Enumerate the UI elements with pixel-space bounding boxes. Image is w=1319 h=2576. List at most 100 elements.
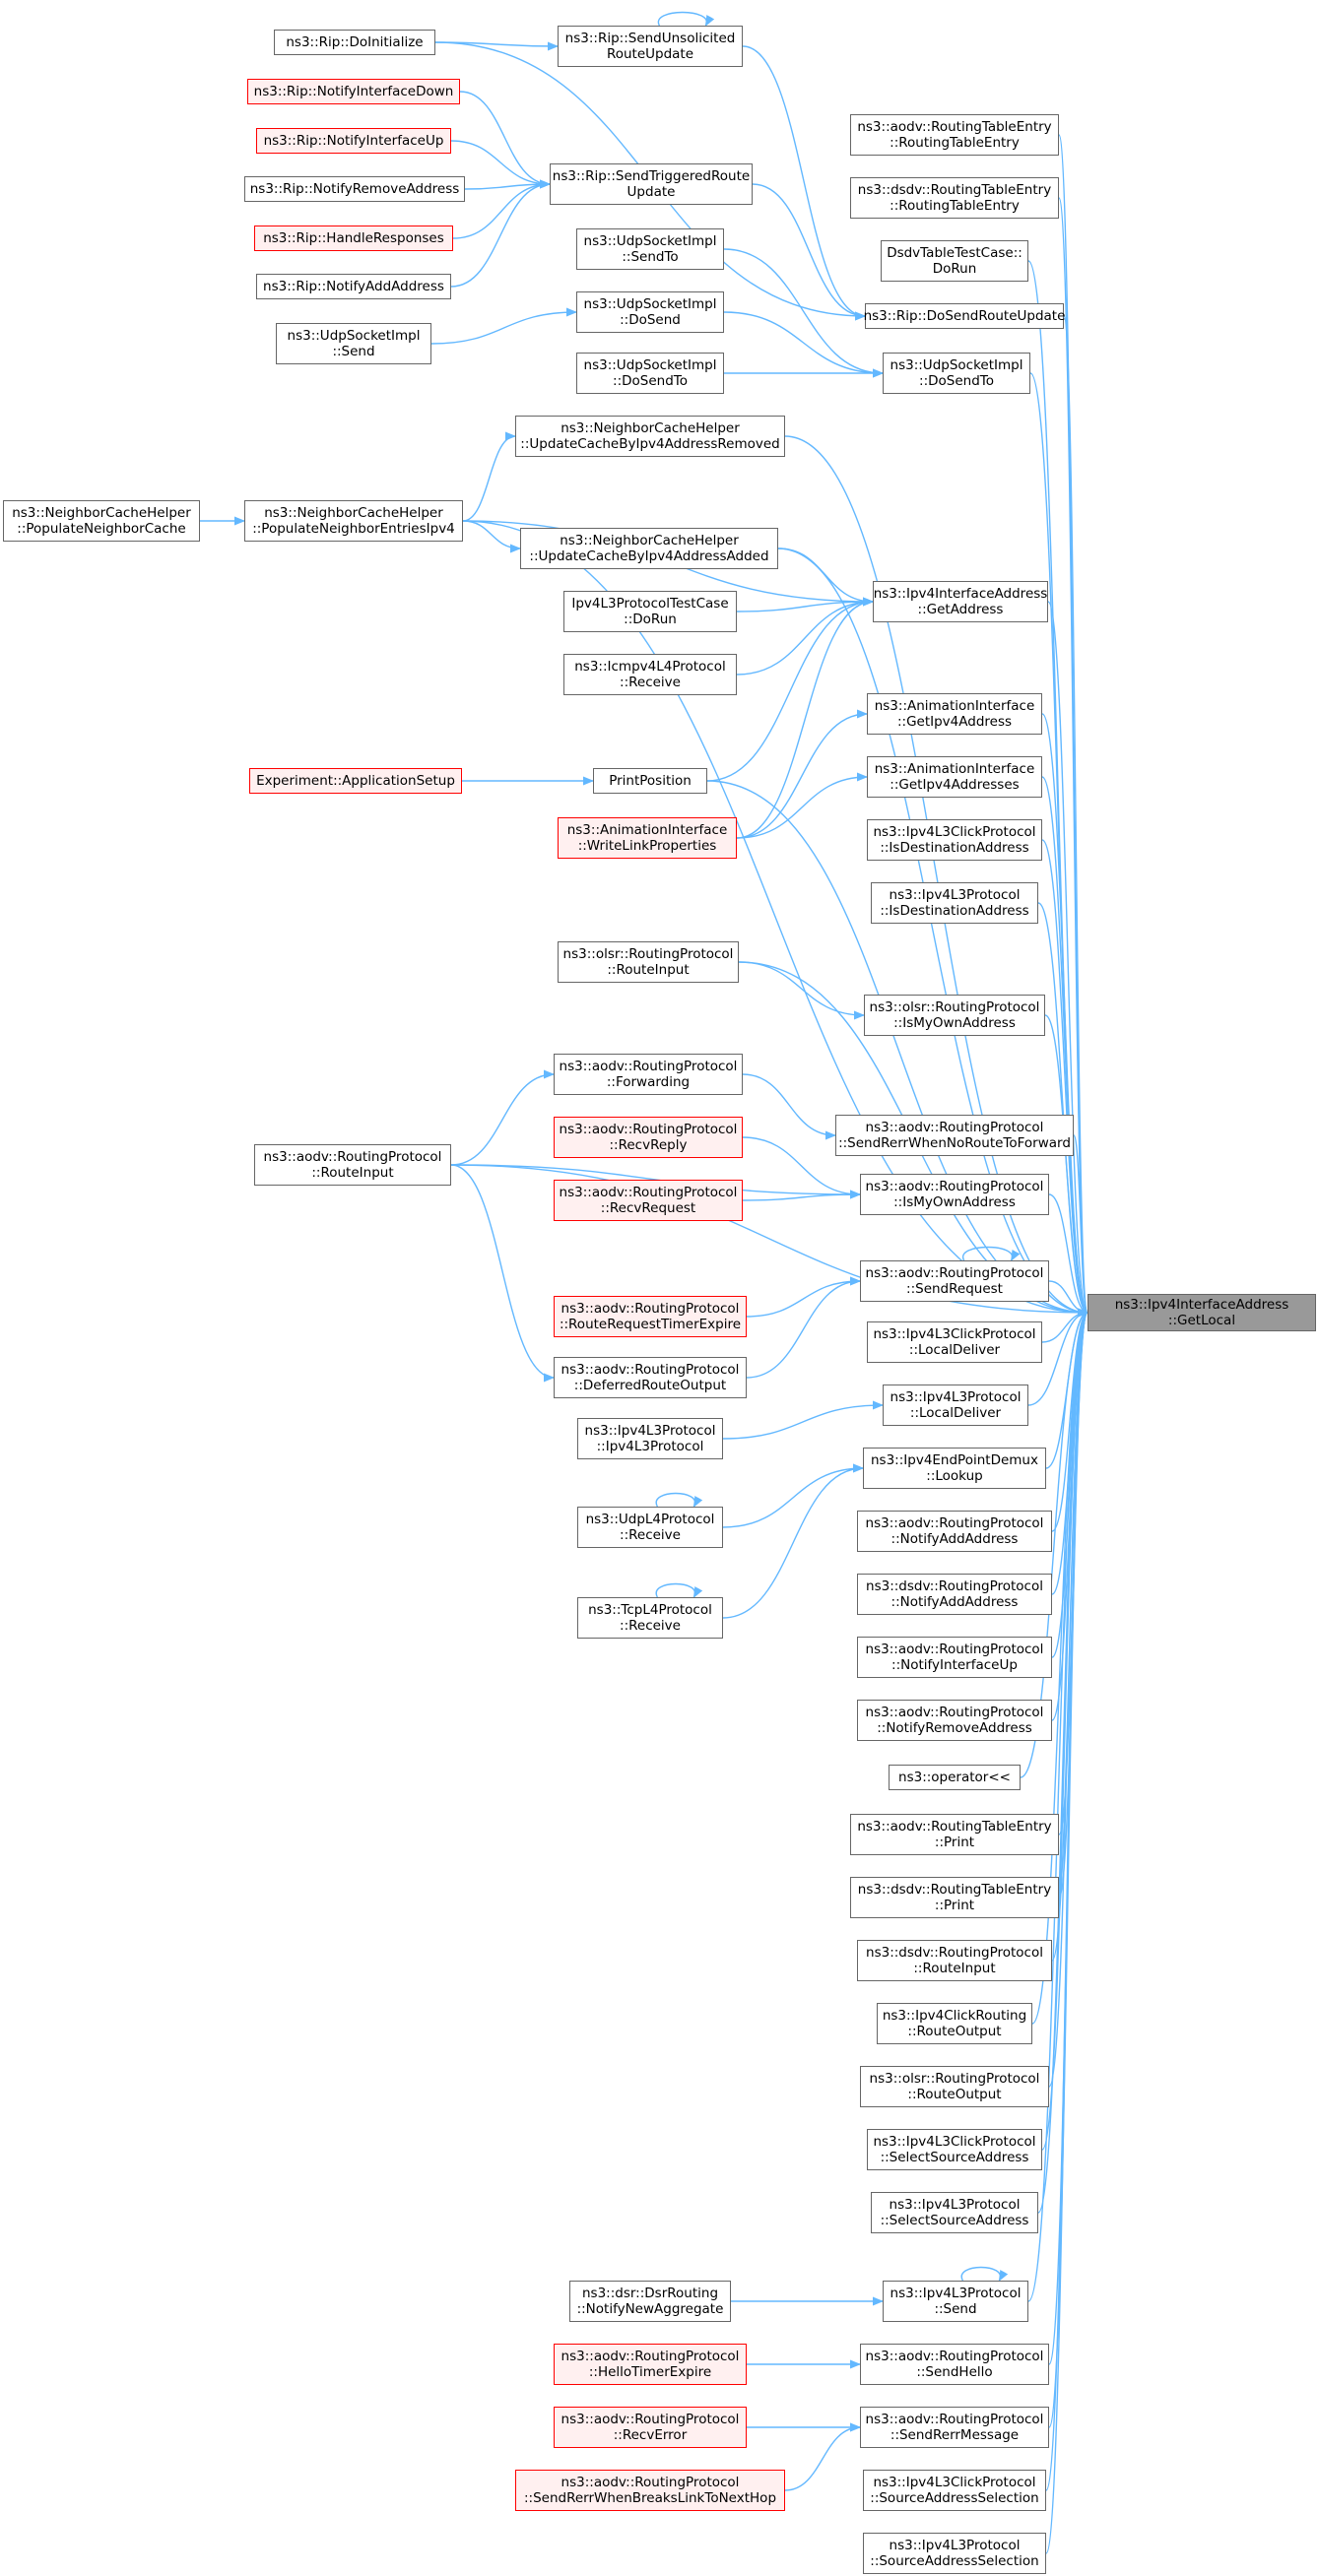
node-aodv-recverror[interactable]: ns3::aodv::RoutingProtocol::RecvError — [554, 2407, 747, 2448]
node-ipv4l3clickprotocol-localdeliver[interactable]: ns3::Ipv4L3ClickProtocol::LocalDeliver — [867, 1321, 1042, 1363]
node-ipv4l3protocol-localdeliver[interactable]: ns3::Ipv4L3Protocol::LocalDeliver — [883, 1385, 1028, 1426]
node-label-line: ::DoSendTo — [919, 373, 994, 389]
node-aodv-sendrerrmessage[interactable]: ns3::aodv::RoutingProtocol::SendRerrMess… — [860, 2407, 1049, 2448]
node-ipv4l3clickprotocol-selectsourceaddress[interactable]: ns3::Ipv4L3ClickProtocol::SelectSourceAd… — [867, 2129, 1042, 2170]
node-label-line: ::IsDestinationAddress — [880, 840, 1029, 856]
node-ipv4l3protocol-send[interactable]: ns3::Ipv4L3Protocol::Send — [883, 2281, 1028, 2322]
node-label-line: ::UpdateCacheByIpv4AddressAdded — [529, 548, 769, 564]
node-label-line: ns3::Ipv4L3Protocol — [890, 2286, 1022, 2301]
call-edge — [1044, 1014, 1089, 1318]
node-aodv-routeinput[interactable]: ns3::aodv::RoutingProtocol::RouteInput — [254, 1144, 451, 1186]
node-dsdv-routingtableentry-ctor[interactable]: ns3::dsdv::RoutingTableEntry::RoutingTab… — [850, 177, 1059, 219]
node-label-line: ns3::Ipv4InterfaceAddress — [1114, 1297, 1289, 1313]
node-olsr-routeinput[interactable]: ns3::olsr::RoutingProtocol::RouteInput — [558, 941, 739, 983]
node-udpsocketimpl-dosendto-caller[interactable]: ns3::UdpSocketImpl::DoSendTo — [576, 353, 724, 394]
call-edge — [723, 311, 885, 378]
node-aodv-routingtableentry-print[interactable]: ns3::aodv::RoutingTableEntry::Print — [850, 1814, 1059, 1855]
node-label-line: ns3::UdpSocketImpl — [890, 357, 1023, 373]
node-udpl4protocol-receive[interactable]: ns3::UdpL4Protocol::Receive — [577, 1507, 723, 1548]
node-label-line: ns3::Ipv4L3Protocol — [584, 1423, 716, 1439]
node-label-line: ::RouteRequestTimerExpire — [559, 1317, 742, 1332]
node-neighborcachehelper-removed[interactable]: ns3::NeighborCacheHelper::UpdateCacheByI… — [515, 416, 785, 457]
node-label-line: PrintPosition — [609, 773, 692, 789]
node-label-line: ::Receive — [620, 1618, 681, 1634]
node-ipv4endpointdemux-lookup[interactable]: ns3::Ipv4EndPointDemux::Lookup — [863, 1448, 1046, 1489]
node-aodv-routingtableentry-ctor[interactable]: ns3::aodv::RoutingTableEntry::RoutingTab… — [850, 114, 1059, 156]
node-animationinterface-writelinkproperties[interactable]: ns3::AnimationInterface::WriteLinkProper… — [558, 817, 737, 859]
node-label-line: ::DeferredRouteOutput — [573, 1378, 727, 1393]
node-ipv4clickrouting-routeoutput[interactable]: ns3::Ipv4ClickRouting::RouteOutput — [877, 2003, 1032, 2044]
node-ipv4l3protocol-ctor[interactable]: ns3::Ipv4L3Protocol::Ipv4L3Protocol — [577, 1418, 723, 1459]
node-rip-notifyremoveaddress[interactable]: ns3::Rip::NotifyRemoveAddress — [244, 176, 465, 202]
node-udpsocketimpl-dosendto[interactable]: ns3::UdpSocketImpl::DoSendTo — [883, 353, 1030, 394]
node-rip-notifyaddaddress[interactable]: ns3::Rip::NotifyAddAddress — [256, 274, 451, 299]
node-printposition[interactable]: PrintPosition — [593, 768, 707, 794]
node-ipv4l3protocol-isdestinationaddress[interactable]: ns3::Ipv4L3Protocol::IsDestinationAddres… — [871, 882, 1038, 924]
node-aodv-forwarding[interactable]: ns3::aodv::RoutingProtocol::Forwarding — [554, 1054, 743, 1095]
node-label-line: ::Lookup — [926, 1468, 983, 1484]
node-ipv4interfaceaddress-getaddress[interactable]: ns3::Ipv4InterfaceAddress::GetAddress — [873, 581, 1048, 622]
node-aodv-recvrequest[interactable]: ns3::aodv::RoutingProtocol::RecvRequest — [554, 1180, 743, 1221]
node-aodv-notifyremoveaddress[interactable]: ns3::aodv::RoutingProtocol::NotifyRemove… — [857, 1700, 1052, 1741]
node-neighborcachehelper-populateneighborentriesipv4[interactable]: ns3::NeighborCacheHelper::PopulateNeighb… — [244, 500, 463, 542]
call-edge — [960, 2266, 1009, 2282]
node-aodv-sendrerrwhennoroutetoforward[interactable]: ns3::aodv::RoutingProtocol::SendRerrWhen… — [835, 1115, 1074, 1156]
node-dsdv-routingtableentry-print[interactable]: ns3::dsdv::RoutingTableEntry::Print — [850, 1877, 1059, 1918]
node-aodv-sendrequest[interactable]: ns3::aodv::RoutingProtocol::SendRequest — [860, 1260, 1049, 1302]
node-label-line: ::SendRequest — [906, 1281, 1003, 1297]
node-label-line: ::Send — [934, 2301, 977, 2317]
node-rip-notifyinterfaceup[interactable]: ns3::Rip::NotifyInterfaceUp — [256, 128, 451, 154]
node-animationinterface-getipv4address[interactable]: ns3::AnimationInterface::GetIpv4Address — [867, 693, 1042, 735]
node-icmpv4l4protocol-receive[interactable]: ns3::Icmpv4L4Protocol::Receive — [563, 654, 737, 695]
node-operator-shift[interactable]: ns3::operator<< — [889, 1765, 1021, 1790]
node-label-line: ::RouteOutput — [907, 2087, 1002, 2102]
call-edge — [450, 1164, 556, 1383]
node-dsdv-routeinput[interactable]: ns3::dsdv::RoutingProtocol::RouteInput — [857, 1940, 1052, 1981]
node-dsdvtabletestcase-dorun[interactable]: DsdvTableTestCase::DoRun — [881, 240, 1028, 282]
node-label-line: ns3::UdpL4Protocol — [585, 1512, 715, 1527]
call-edge — [706, 780, 1089, 1318]
call-edge — [1027, 1308, 1089, 2302]
node-neighborcachehelper-added[interactable]: ns3::NeighborCacheHelper::UpdateCacheByI… — [520, 528, 778, 569]
node-rip-handleresponses[interactable]: ns3::Rip::HandleResponses — [254, 225, 453, 251]
node-rip-doinitialize[interactable]: ns3::Rip::DoInitialize — [274, 30, 435, 55]
node-label-line: ns3::dsdv::RoutingProtocol — [866, 1578, 1043, 1594]
node-aodv-deferredrouteoutput[interactable]: ns3::aodv::RoutingProtocol::DeferredRout… — [554, 1357, 747, 1398]
node-ipv4l3protocol-sourceaddressselection[interactable]: ns3::Ipv4L3Protocol::SourceAddressSelect… — [863, 2533, 1046, 2574]
node-udpsocketimpl-sendto[interactable]: ns3::UdpSocketImpl::SendTo — [576, 228, 724, 270]
node-olsr-routeoutput[interactable]: ns3::olsr::RoutingProtocol::RouteOutput — [860, 2066, 1049, 2107]
node-aodv-notifyinterfaceup[interactable]: ns3::aodv::RoutingProtocol::NotifyInterf… — [857, 1637, 1052, 1678]
node-aodv-sendhello[interactable]: ns3::aodv::RoutingProtocol::SendHello — [860, 2344, 1049, 2385]
node-label-line: ::HelloTimerExpire — [588, 2364, 712, 2380]
node-experiment-applicationsetup[interactable]: Experiment::ApplicationSetup — [249, 768, 462, 794]
node-rip-dosendrouteupdate[interactable]: ns3::Rip::DoSendRouteUpdate — [864, 303, 1065, 329]
node-aodv-ismyownaddress[interactable]: ns3::aodv::RoutingProtocol::IsMyOwnAddre… — [860, 1174, 1049, 1215]
node-aodv-hellotimerexpire[interactable]: ns3::aodv::RoutingProtocol::HelloTimerEx… — [554, 2344, 747, 2385]
node-ipv4l3clickprotocol-isdestinationaddress[interactable]: ns3::Ipv4L3ClickProtocol::IsDestinationA… — [867, 819, 1042, 861]
node-label-line: ns3::UdpSocketImpl — [287, 328, 421, 344]
call-edge — [746, 1276, 862, 1318]
node-neighborcachehelper-populateneighborcache[interactable]: ns3::NeighborCacheHelper::PopulateNeighb… — [3, 500, 200, 542]
node-aodv-recvreply[interactable]: ns3::aodv::RoutingProtocol::RecvReply — [554, 1117, 743, 1158]
node-rip-notifyinterfacedown[interactable]: ns3::Rip::NotifyInterfaceDown — [247, 79, 460, 104]
node-label-line: ::Print — [934, 1835, 975, 1850]
node-dsr-notifynewaggregate[interactable]: ns3::dsr::DsrRouting::NotifyNewAggregate — [569, 2281, 731, 2322]
node-udpsocketimpl-send[interactable]: ns3::UdpSocketImpl::Send — [276, 323, 431, 364]
node-udpsocketimpl-dosend[interactable]: ns3::UdpSocketImpl::DoSend — [576, 291, 724, 333]
node-animationinterface-getipv4addresses[interactable]: ns3::AnimationInterface::GetIpv4Addresse… — [867, 756, 1042, 798]
node-aodv-notifyaddaddress[interactable]: ns3::aodv::RoutingProtocol::NotifyAddAdd… — [857, 1511, 1052, 1552]
call-edge — [430, 307, 578, 345]
node-olsr-ismyownaddress[interactable]: ns3::olsr::RoutingProtocol::IsMyOwnAddre… — [864, 995, 1045, 1036]
node-ipv4l3protocoltestcase-dorun[interactable]: Ipv4L3ProtocolTestCase::DoRun — [563, 591, 737, 632]
node-tcpl4protocol-receive[interactable]: ns3::TcpL4Protocol::Receive — [577, 1597, 723, 1639]
node-dsdv-notifyaddaddress[interactable]: ns3::dsdv::RoutingProtocol::NotifyAddAdd… — [857, 1574, 1052, 1615]
node-label-line: ns3::UdpSocketImpl — [583, 296, 717, 312]
node-aodv-routerequesttimerexpire[interactable]: ns3::aodv::RoutingProtocol::RouteRequest… — [554, 1296, 747, 1337]
node-aodv-sendrerrwhenbreakslinktonexthop[interactable]: ns3::aodv::RoutingProtocol::SendRerrWhen… — [515, 2470, 785, 2511]
node-label-line: ns3::Ipv4L3ClickProtocol — [873, 2134, 1036, 2150]
node-ipv4l3protocol-selectsourceaddress[interactable]: ns3::Ipv4L3Protocol::SelectSourceAddress — [871, 2192, 1038, 2233]
node-ipv4l3clickprotocol-sourceaddressselection[interactable]: ns3::Ipv4L3ClickProtocol::SourceAddressS… — [863, 2470, 1046, 2511]
node-label-line: ::NotifyRemoveAddress — [877, 1720, 1032, 1736]
